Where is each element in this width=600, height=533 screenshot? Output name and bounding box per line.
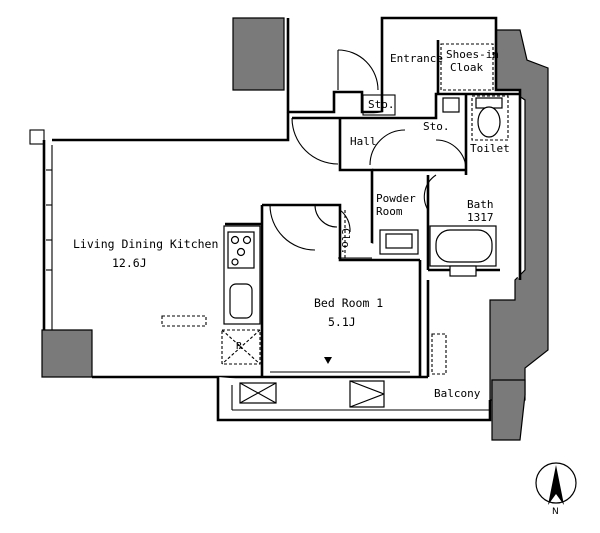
label-storage-2: Sto. [423, 120, 450, 133]
closet-fixture [338, 210, 372, 259]
label-shoes-in-cloak-line2: Cloak [450, 61, 484, 74]
label-shoes-in-cloak-line1: Shoes-in [446, 48, 499, 61]
label-bath: Bath 1317 [462, 198, 494, 224]
ldk-dashed-fixture [161, 315, 207, 327]
bathtub [429, 225, 497, 277]
balcony-ac-units [239, 380, 385, 408]
entry-marker [324, 357, 332, 364]
balcony-dashed-box [431, 333, 447, 375]
label-balcony: Balcony [434, 387, 481, 400]
label-storage-1: Sto. [368, 98, 395, 111]
column-bottom-right [491, 379, 526, 441]
label-bath-line2: 1317 [467, 211, 494, 224]
column-bottom-left [41, 329, 93, 378]
storage-box-2 [362, 94, 396, 116]
label-ldk-size: 12.6J [112, 256, 147, 270]
label-powder-room-line1: Powder [376, 192, 416, 205]
compass [535, 462, 577, 505]
toilet-fixture [471, 95, 509, 141]
refrigerator-mark: R [236, 341, 243, 352]
column-top-left [232, 17, 285, 91]
label-bath-line1: Bath [467, 198, 494, 211]
shoe-cloak-shelf [440, 43, 494, 91]
label-entrance: Entrance [390, 52, 443, 65]
label-bedroom-name: Bed Room 1 [314, 296, 384, 310]
label-bedroom-size: 5.1J [328, 315, 356, 329]
label-ldk-name: Living Dining Kitchen [73, 237, 219, 251]
label-powder-room: Powder Room [376, 192, 416, 218]
refrigerator [221, 329, 261, 365]
storage-box-1 [442, 97, 460, 113]
vanity-basin [385, 233, 413, 249]
label-powder-room-line2: Room [376, 205, 403, 218]
outer-wall [286, 16, 522, 280]
kitchen-counter [223, 225, 261, 325]
north-angled-wall [52, 112, 290, 142]
door-arcs [269, 49, 467, 251]
label-hall: Hall [350, 135, 377, 148]
label-closet: Clo. [339, 228, 352, 255]
label-toilet: Toilet [470, 142, 510, 155]
compass-north-label: N [552, 507, 559, 517]
west-window-marks [29, 129, 52, 271]
label-shoes-in-cloak: Shoes-in Cloak [446, 48, 499, 74]
